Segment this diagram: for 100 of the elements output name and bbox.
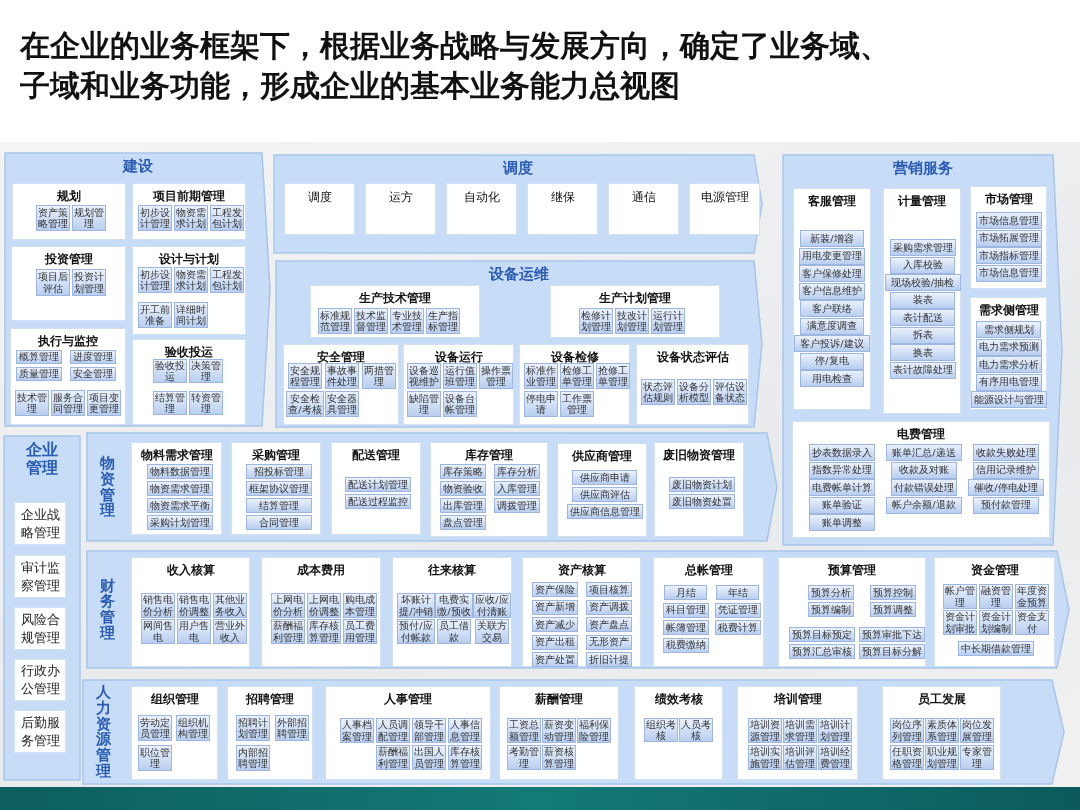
function-box: 库存分析 [494, 464, 540, 479]
domain-title: 财务管理 [98, 578, 116, 641]
function-box: 电费实缴/预收 [435, 593, 473, 618]
function-box: 客户信息维护 [799, 282, 865, 300]
function-box: 预算目标分解 [858, 644, 925, 659]
function-box: 安全器具管理 [325, 391, 359, 417]
function-box: 服务合同管理 [51, 390, 85, 416]
function-box: 现场校验/抽检 [884, 274, 961, 291]
domain-title: 人力资源管理 [94, 684, 112, 780]
function-box: 薪酬福利管理 [270, 619, 305, 644]
function-box: 供应商评估 [572, 487, 637, 502]
function-box: 采购计划管理 [146, 515, 213, 530]
function-box: 人事信息管理 [448, 718, 482, 743]
function-box: 缺陷管理 [406, 391, 441, 417]
category-title: 供应商管理 [571, 448, 633, 465]
function-box: 任职资格管理 [890, 745, 924, 770]
function-box: 市场指标管理 [975, 247, 1042, 264]
function-box: 物资需求计划 [174, 267, 208, 293]
function-box: 结算管理 [246, 498, 312, 513]
function-box: 素质体系管理 [925, 718, 959, 743]
category-box [131, 442, 222, 535]
function-box: 坏账计提/冲销 [397, 593, 435, 618]
function-box: 客户联络 [800, 300, 864, 317]
category-title: 成本费用 [296, 562, 346, 579]
function-box: 其他业务收入 [212, 593, 247, 618]
category-box [636, 344, 749, 425]
function-box: 质量管理 [15, 367, 62, 381]
category-title: 设备检修 [549, 349, 600, 365]
function-box: 资产调拨 [585, 599, 632, 615]
category-box [970, 186, 1047, 289]
category-box [227, 686, 313, 780]
category-title: 培训管理 [772, 691, 823, 708]
page-title: 在企业的业务框架下，根据业务战略与发展方向，确定了业务域、子域和业务功能，形成企业的基本业务能力总视图 [20, 27, 891, 105]
function-box: 技改计划管理 [615, 308, 649, 334]
category-title: 行政办公管理 [19, 662, 61, 698]
domain-title: 营销服务 [891, 160, 954, 177]
category-title: 人事管理 [383, 691, 433, 708]
function-box: 调拨管理 [494, 498, 540, 513]
category-title: 自动化 [462, 190, 501, 205]
function-box: 招聘计划管理 [236, 715, 270, 741]
category-title: 组织管理 [149, 691, 200, 708]
function-box: 考勤管理 [507, 745, 541, 770]
function-box: 库存核算管理 [306, 619, 341, 644]
function-box: 表计故障处理 [889, 361, 956, 379]
function-box: 盘点管理 [440, 515, 486, 530]
function-box: 预算审批下达 [858, 627, 925, 642]
category-title: 客服管理 [807, 193, 857, 210]
category-box [557, 443, 647, 537]
function-box: 装表 [890, 291, 955, 309]
category-title: 收入核算 [165, 562, 216, 579]
function-box: 人事档案管理 [340, 718, 374, 743]
function-box: 外部招聘管理 [275, 715, 309, 741]
category-box [403, 344, 514, 425]
category-box [527, 183, 598, 235]
function-box: 账单验证 [809, 496, 875, 514]
function-box: 出库管理 [440, 498, 486, 513]
category-title: 往来核算 [427, 562, 477, 579]
category-box [608, 183, 679, 235]
function-box: 市场信息管理 [975, 264, 1042, 282]
domain-title: 建设 [121, 158, 154, 175]
category-title: 设备状态评估 [655, 349, 730, 366]
function-box: 网间售电 [140, 619, 175, 644]
function-box: 应收/应付清账 [473, 593, 511, 618]
function-box: 税费缴纳 [662, 637, 709, 653]
function-box: 抢修工单管理 [595, 363, 630, 389]
function-box: 框架协议管理 [246, 481, 312, 496]
function-box: 状态评估规则 [640, 379, 675, 405]
function-box: 账单汇总/递送 [886, 444, 962, 461]
category-title: 电费管理 [896, 426, 946, 443]
category-title: 通信 [630, 190, 657, 205]
function-box: 事故事件处理 [325, 363, 359, 389]
function-box: 设备分析模型 [676, 379, 711, 405]
function-box: 预算分析 [807, 585, 854, 600]
category-title: 安全管理 [316, 349, 366, 366]
category-title: 招聘管理 [245, 691, 295, 708]
function-box: 资金计划审批 [942, 610, 977, 635]
category-title: 继保 [549, 190, 576, 205]
category-box [793, 188, 871, 410]
category-title: 预算管理 [827, 562, 877, 579]
category-title: 设计与计划 [157, 251, 220, 268]
function-box: 客户投诉/建议 [794, 335, 870, 352]
function-box: 配送过程监控 [345, 494, 411, 509]
function-box: 帐户余额/退款 [886, 496, 962, 514]
category-box [550, 285, 720, 338]
function-box: 能源设计与管理 [970, 391, 1047, 408]
function-box: 物资需求平衡 [146, 498, 213, 513]
function-box: 结算管理 [153, 391, 187, 415]
function-box: 年结 [716, 585, 759, 600]
function-box: 生产指标管理 [426, 308, 460, 334]
function-box: 资金支付 [1014, 610, 1049, 635]
function-box: 停/复电 [800, 352, 864, 370]
function-box: 运行值班管理 [442, 363, 477, 389]
category-title: 执行与监控 [37, 333, 99, 350]
function-box: 培训计划管理 [818, 718, 852, 743]
function-box: 市场拓展管理 [975, 229, 1042, 247]
function-box: 关联方交易 [475, 619, 509, 644]
function-box: 付款错误处理 [891, 479, 957, 496]
function-box: 需求侧规划 [976, 321, 1041, 338]
function-box: 培训资源管理 [748, 718, 782, 743]
category-box [132, 183, 246, 240]
